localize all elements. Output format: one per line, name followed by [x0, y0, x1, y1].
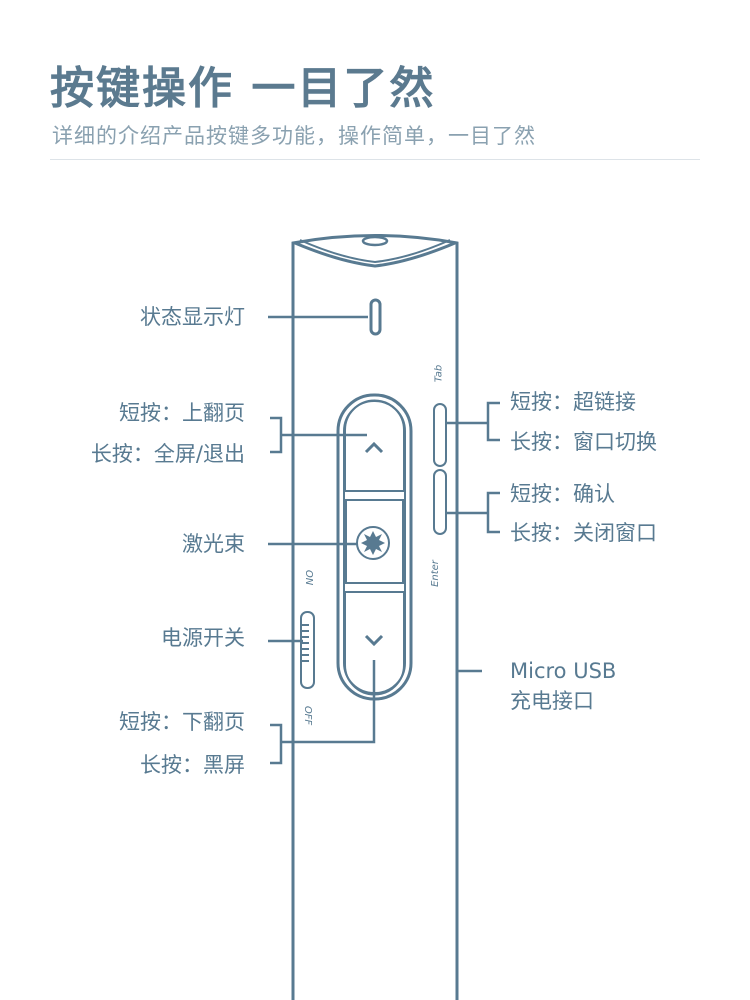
device-body	[291, 234, 459, 1000]
label-usb-1: Micro USB	[510, 659, 617, 683]
page-subtitle: 详细的介绍产品按键多功能，操作简单，一目了然	[52, 124, 536, 148]
label-up-long: 长按：全屏/退出	[90, 442, 245, 466]
on-mark: ON	[303, 569, 315, 586]
label-down-short: 短按：下翻页	[119, 710, 245, 734]
label-laser: 激光束	[182, 532, 245, 556]
enter-mark: Enter	[429, 560, 441, 587]
label-status-light: 状态显示灯	[140, 305, 245, 329]
off-mark: OFF	[302, 705, 314, 726]
divider	[50, 159, 700, 160]
laser-button	[345, 499, 404, 584]
chevron-up-icon	[364, 441, 384, 454]
label-down-long: 长按：黑屏	[140, 753, 245, 777]
chevron-down-icon	[364, 634, 384, 647]
label-tab-short: 短按：超链接	[510, 390, 636, 414]
power-switch-ridges	[300, 624, 309, 662]
up-button	[344, 399, 405, 492]
label-power: 电源开关	[161, 626, 245, 650]
laser-star-icon	[361, 531, 385, 555]
tab-button	[433, 403, 447, 467]
label-tab-long: 长按：窗口切换	[510, 430, 657, 454]
label-usb-2: 充电接口	[510, 689, 594, 713]
tab-mark: Tab	[433, 364, 445, 383]
down-button	[344, 591, 405, 696]
label-enter-long: 长按：关闭窗口	[510, 521, 657, 545]
enter-button	[433, 469, 447, 535]
page-title: 按键操作 一目了然	[50, 63, 436, 114]
leader-lines	[268, 315, 500, 765]
label-enter-short: 短按：确认	[510, 482, 615, 506]
label-up-short: 短按：上翻页	[119, 401, 245, 425]
status-led	[369, 298, 382, 336]
